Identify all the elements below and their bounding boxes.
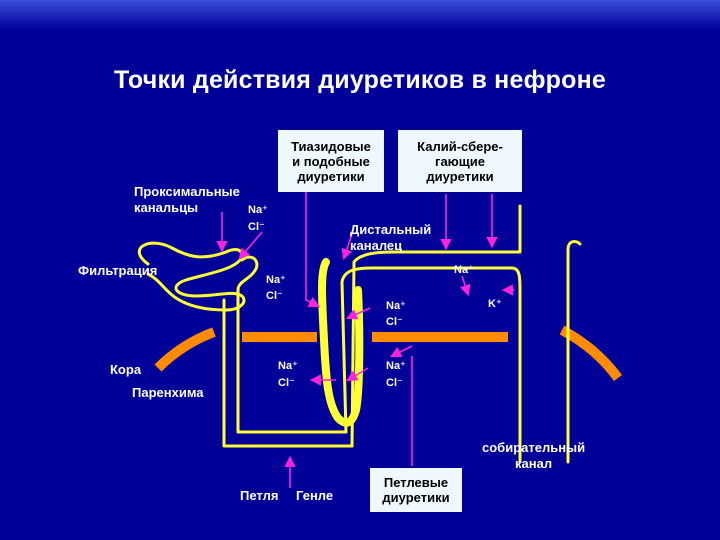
label-parenchyma: Паренхима [132,385,204,400]
ascending-limb-inner [340,266,522,464]
label-distal-tubule: Дистальный каналец [350,222,432,253]
ion-na-lower-left: Na⁺ [278,360,298,372]
top-gradient-bar [0,0,720,30]
cortex-band-left-inner [242,332,317,342]
ion-na-lower-right: Na⁺ [386,360,406,372]
ion-k-distal: K⁺ [488,298,502,310]
ion-na-upper-right: Na⁺ [386,300,406,312]
ascending-limb-outer [350,204,522,448]
thiazide-box: Тиазидовые и подобные диуретики [278,130,384,192]
ion-cl-ascending: Cl⁻ [266,290,283,302]
cortex-arc-left [154,327,216,372]
ion-na-proximal: Na⁺ [248,204,268,216]
thick-ascending-segment [318,258,364,427]
arrow-na-cl-upper [345,307,371,320]
descending-limb-outer [222,298,354,448]
label-collecting-duct: собирательный канал [482,440,586,471]
label-filtration: Фильтрация [78,263,158,278]
arrow-loop-to-na [389,345,413,358]
ion-cl-lower-left: Cl⁻ [278,377,295,389]
loop-diuretics-box: Петлевые диуретики [370,468,462,512]
ion-cl-lower-right: Cl⁻ [386,377,403,389]
label-proximal-tubules: Проксимальные канальцы [134,184,240,215]
potassium-sparing-box: Калий-сбере- гающие диуретики [398,130,522,192]
cortex-arc-right [559,325,623,381]
arrow-na-distal [459,275,471,297]
ion-cl-upper-right: Cl⁻ [386,316,403,328]
arrow-thiazide [305,192,321,308]
proximal-tubule-coil [236,255,259,292]
nephron-tubule [138,204,582,464]
label-loop-right: Генле [296,488,334,503]
ion-na-ascending: Na⁺ [266,274,286,286]
descending-limb-inner [236,288,348,434]
label-loop-left: Петля [240,488,279,503]
ion-cl-proximal: Cl⁻ [248,221,265,233]
arrow-na-cl-lower [346,367,369,382]
label-cortex: Кора [110,362,142,377]
slide-title: Точки действия диуретиков в нефроне [113,66,607,94]
arrow-proximal-ion [238,231,263,260]
collecting-duct [566,240,582,464]
cortex-band-right-inner [372,332,508,342]
drug-arrows [216,192,514,488]
arrow-distal-label [341,233,353,261]
glomerulus-capsule [138,241,246,312]
ion-na-distal: Na⁺ [454,264,474,276]
